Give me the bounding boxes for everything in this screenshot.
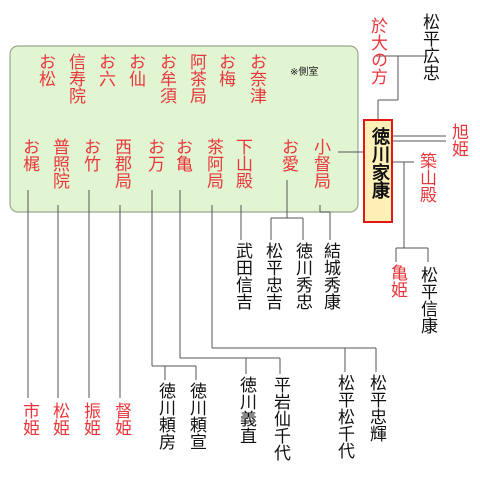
child-furihime: 振姫 [80, 402, 100, 436]
child-tokugawa-yorifusa: 徳川頼房 [155, 382, 175, 450]
child-tokugawa-yoshinao: 徳川義直 [236, 376, 256, 444]
child-yuki-hideyasu: 結城秀康 [320, 242, 340, 310]
concubine-otake: お竹 [80, 138, 100, 172]
wife-asahi: 旭姫 [448, 123, 468, 157]
ieyasu-name: 徳川家康 [369, 127, 390, 199]
child-matsudaira-tadayoshi: 松平忠吉 [262, 242, 282, 310]
child-matsudaira-nobuyasu: 松平信康 [417, 266, 437, 334]
concubine-oai: お愛 [278, 138, 298, 172]
concubine-chaanotsubone: 茶阿局 [203, 138, 223, 189]
child-matsuhime: 松姫 [49, 402, 69, 436]
child-ichihime: 市姫 [19, 402, 39, 436]
concubine-fushoin: 普照院 [49, 138, 69, 189]
concubine-osen: お仙 [125, 53, 145, 87]
concubine-okame: お亀 [172, 138, 192, 172]
concubine-okaji: お梶 [19, 138, 39, 172]
child-tokugawa-hidetada: 徳川秀忠 [292, 242, 312, 310]
wife-tsukiyama: 築山殿 [416, 152, 436, 203]
child-tokugawa-yorinobu: 徳川頼宣 [186, 382, 206, 450]
child-takeda-nobuyoshi: 武田信吉 [232, 242, 252, 310]
father-name: 松平広忠 [419, 13, 439, 81]
concubine-omatsu: お松 [35, 53, 55, 87]
child-hiraiwa-senchiyo: 平岩仙千代 [270, 376, 290, 461]
concubines-box [9, 45, 359, 213]
concubine-note: ※側室 [290, 67, 319, 78]
child-kamehime: 亀姫 [387, 264, 407, 298]
concubine-oman: お万 [144, 138, 164, 172]
concubine-onatsu: お奈津 [246, 53, 266, 104]
concubine-ogonotsubone: 小督局 [310, 138, 330, 189]
concubine-shimoyamadono: 下山殿 [232, 138, 252, 189]
child-matsudaira-tadateru: 松平忠輝 [366, 374, 386, 442]
concubine-achanotsubone: 阿茶局 [186, 53, 206, 104]
ieyasu-box: 徳川家康 [363, 119, 393, 223]
concubine-oroku: お六 [95, 53, 115, 87]
concubine-nishigorinotsubone: 西郡局 [111, 138, 131, 189]
concubine-omusu: お牟須 [156, 53, 176, 104]
mother-name: 於大の方 [367, 17, 387, 85]
child-matsudaira-matsuchiyo: 松平松千代 [334, 374, 354, 459]
concubine-shinjuin: 信寿院 [65, 53, 85, 104]
child-tokuhime: 督姫 [111, 402, 131, 436]
concubine-oume: お梅 [215, 53, 235, 87]
